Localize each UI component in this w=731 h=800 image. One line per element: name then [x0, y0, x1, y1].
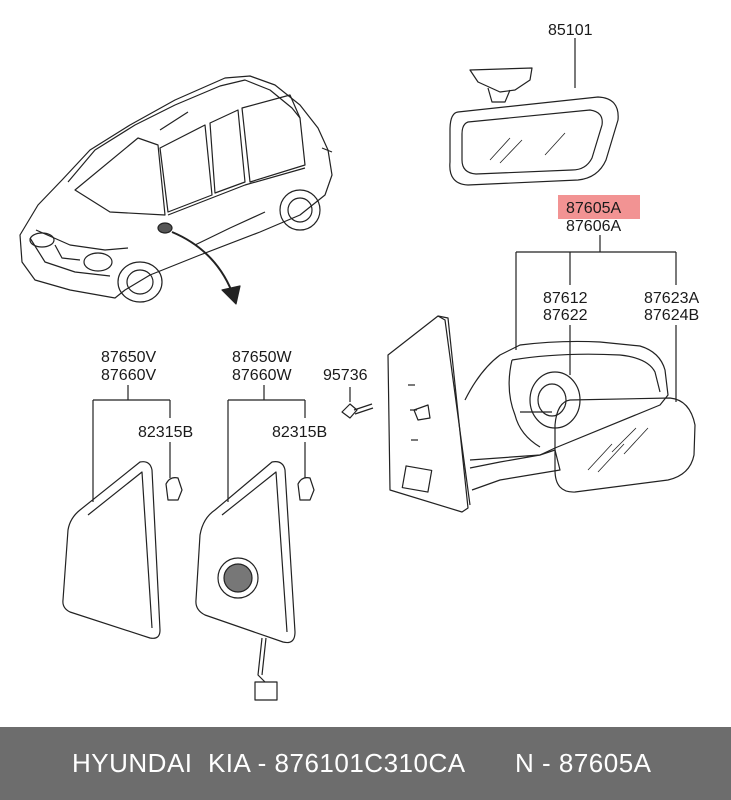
label-87622: 87622	[543, 307, 588, 324]
footer-part-number: HYUNDAI KIA - 876101C310CA	[72, 748, 466, 778]
highlight-87605A	[558, 195, 640, 219]
label-82315B-1: 82315B	[138, 424, 193, 441]
label-87660W: 87660W	[232, 367, 292, 384]
garnish-triangle-1	[62, 461, 183, 639]
car-illustration	[19, 75, 333, 303]
label-85101: 85101	[548, 22, 593, 39]
label-82315B-2: 82315B	[272, 424, 327, 441]
label-95736: 95736	[323, 367, 368, 384]
label-87605A: 87605A	[566, 200, 621, 217]
footer-bar: HYUNDAI KIA - 876101C310CA N - 87605A	[0, 727, 731, 800]
garnish-triangle-2	[195, 461, 315, 701]
parts-diagram: 85101 87605A 87606A 87612 87622 87623A 8…	[19, 22, 699, 701]
label-87623A: 87623A	[644, 290, 699, 307]
label-87612: 87612	[543, 290, 588, 307]
label-87650W: 87650W	[232, 349, 292, 366]
pointer-arrow	[171, 231, 241, 305]
leader-87605A-group	[515, 235, 677, 402]
footer-ref-number: N - 87605A	[515, 748, 652, 778]
leader-87650V	[92, 385, 171, 502]
outside-mirror-housing	[464, 340, 669, 491]
mirror-glass-cover	[554, 397, 696, 493]
bolt-95736	[341, 387, 374, 419]
label-87650V: 87650V	[101, 349, 156, 366]
label-87624B: 87624B	[644, 307, 699, 324]
leader-87650W	[227, 385, 306, 502]
rear-view-mirror	[449, 67, 619, 186]
label-87606A: 87606A	[566, 218, 621, 235]
label-87660V: 87660V	[101, 367, 156, 384]
outside-mirror-base	[387, 315, 471, 513]
